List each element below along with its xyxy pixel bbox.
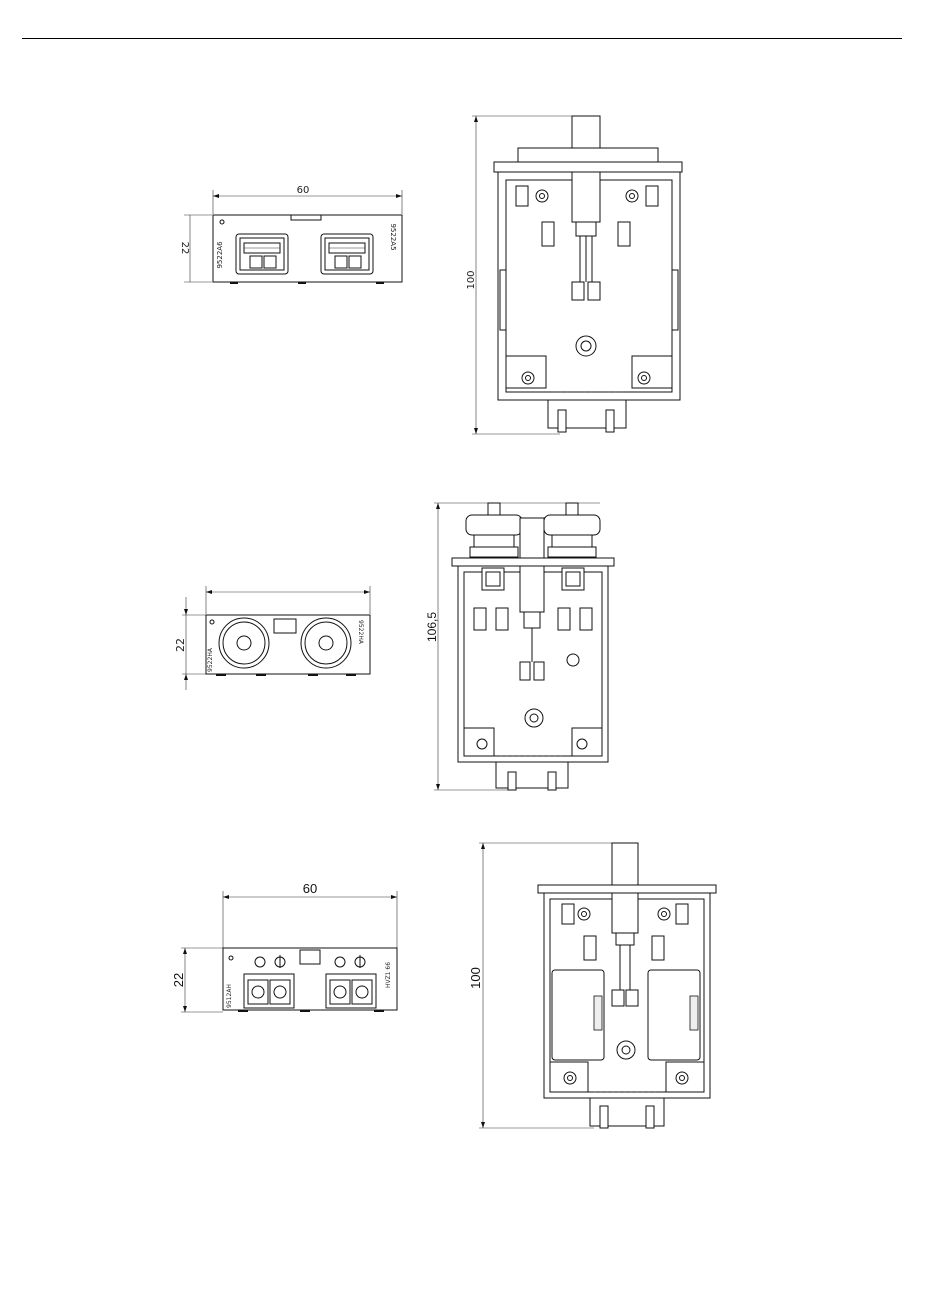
figure1-front-view: 60 22 9522A6 9522A5 xyxy=(179,185,402,284)
figure3-height-label: 22 xyxy=(171,973,186,987)
figure3-label-left: 9512AH xyxy=(226,984,233,1008)
figure3-length-label: 100 xyxy=(468,967,483,989)
figure3-side-view: 100 xyxy=(468,843,716,1128)
figure2-height-label: 22 xyxy=(174,638,187,652)
figure2-side-view: 106,5 xyxy=(425,503,614,790)
figure2-front-view: 22 9522HA 9522HA xyxy=(174,586,370,690)
figure3-label-right: HVZ1 66 xyxy=(385,962,392,988)
figure3-front-view: 60 22 9512AH HVZ1 66 xyxy=(171,881,397,1012)
figure1-width-label: 60 xyxy=(297,185,310,196)
figure3-width-label: 60 xyxy=(303,881,317,896)
figure1-side-view: 100 xyxy=(466,116,682,434)
figure1-length-label: 100 xyxy=(466,270,477,289)
figure1-label-left: 9522A6 xyxy=(216,241,224,269)
figure2-label-left: 9522HA xyxy=(207,647,214,672)
figure1-label-right: 9522A5 xyxy=(389,223,397,250)
figure1-height-label: 22 xyxy=(179,242,190,255)
figure2-label-right: 9522HA xyxy=(357,620,364,645)
figure2-length-label: 106,5 xyxy=(425,612,439,642)
